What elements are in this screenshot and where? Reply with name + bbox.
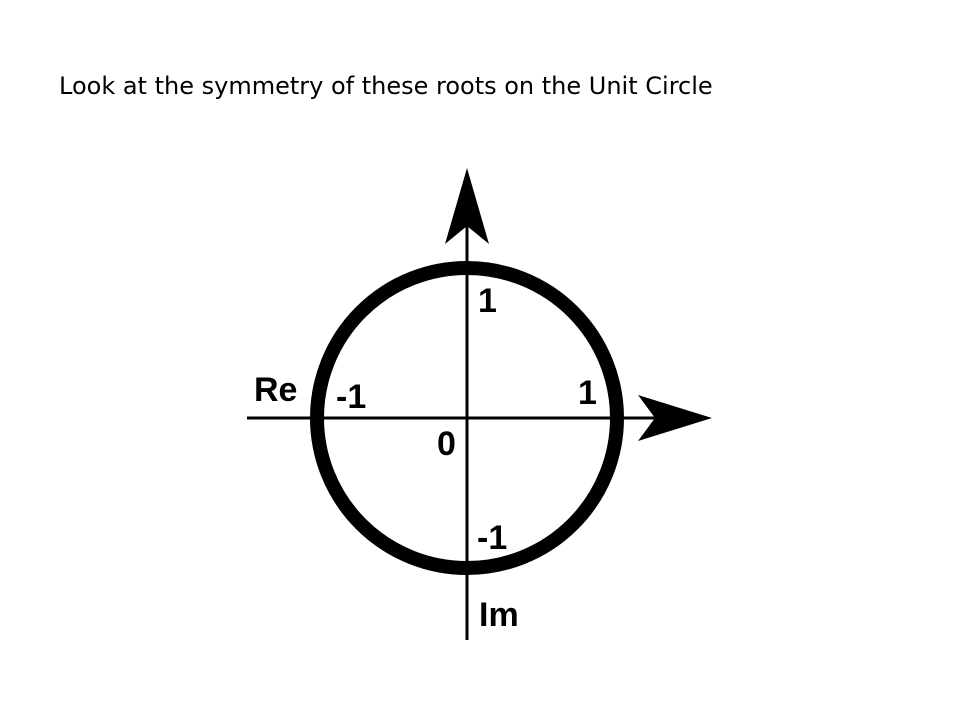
label-bottom: -1: [477, 519, 507, 557]
vertical-axis-label: Im: [479, 596, 519, 634]
vertical-axis-arrowhead: [445, 168, 489, 244]
label-top: 1: [478, 282, 497, 320]
label-right: 1: [578, 374, 597, 412]
horizontal-axis-arrowhead: [638, 395, 712, 441]
origin-label: 0: [437, 425, 456, 463]
label-left: -1: [336, 378, 366, 416]
slide-title: Look at the symmetry of these roots on t…: [59, 72, 713, 100]
horizontal-axis-label: Re: [254, 371, 297, 409]
